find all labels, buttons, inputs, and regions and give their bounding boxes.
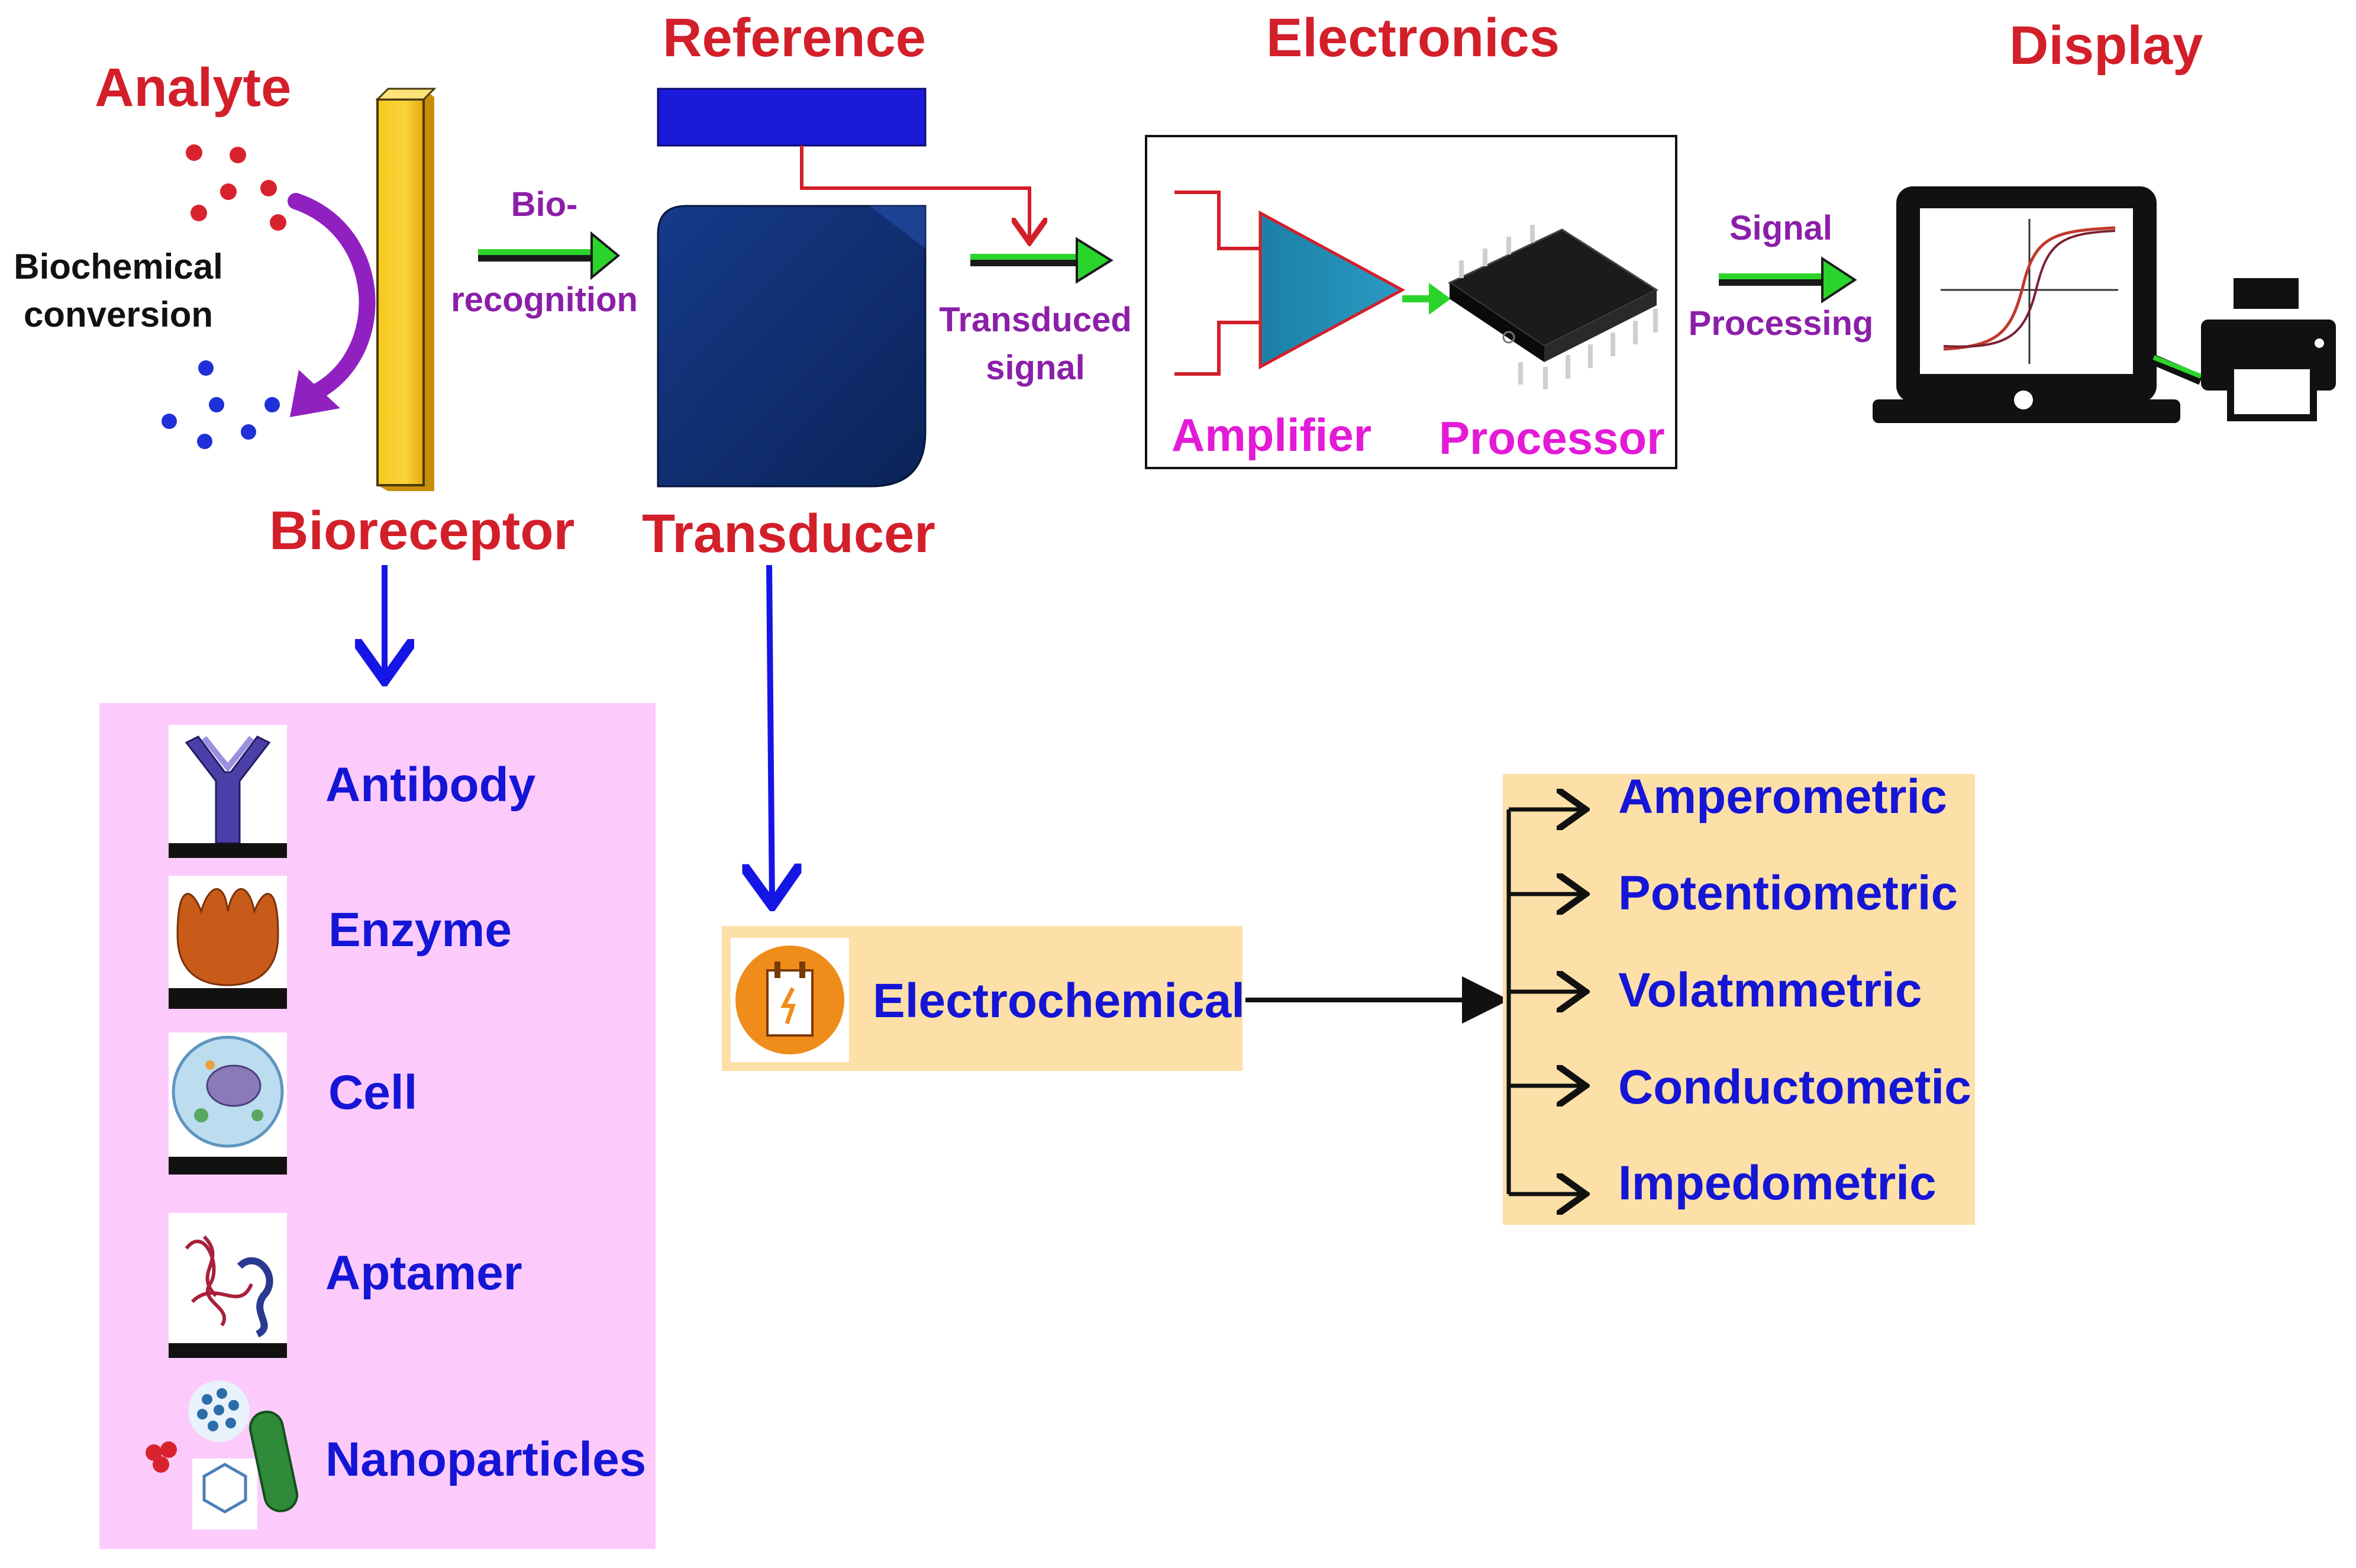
processor-chip-icon (1447, 225, 1659, 389)
amplifier-label: Amplifier (1171, 409, 1372, 461)
biorecognition-label: Bio- recognition (438, 180, 651, 324)
methods-bracket-arrows (1506, 774, 1680, 1225)
header-analyte: Analyte (95, 57, 292, 118)
header-bioreceptor: Bioreceptor (269, 501, 575, 561)
transduced-line2: signal (986, 349, 1085, 388)
bioreceptor-bar-icon (375, 88, 437, 491)
bioreceptor-item-nanoparticles: Nanoparticles (325, 1433, 647, 1486)
method-potentiometric: Potentiometric (1618, 866, 1958, 920)
processor-label: Processor (1439, 412, 1665, 464)
printer-icon (2201, 278, 2336, 421)
enzyme-icon (169, 876, 287, 1009)
antibody-icon (169, 725, 287, 858)
nanoparticles-icon (146, 1380, 299, 1530)
header-display: Display (2009, 15, 2203, 76)
method-amperometric: Amperometric (1618, 770, 1947, 824)
biochemical-label-line2: conversion (23, 295, 214, 334)
signal-line1: Signal (1729, 209, 1833, 247)
method-impedometric: Impedometric (1618, 1156, 1937, 1210)
method-conductometic: Conductometic (1618, 1060, 1971, 1114)
analyte-molecules-icon (186, 144, 286, 231)
aptamer-icon (169, 1213, 287, 1358)
biorecognition-line2: recognition (451, 280, 638, 320)
header-electronics: Electronics (1266, 8, 1560, 68)
electrochemical-cell-icon (731, 938, 849, 1062)
transducer-block-icon (657, 205, 927, 488)
header-reference: Reference (663, 8, 926, 68)
transducer-down-arrow (769, 564, 772, 905)
bioreceptor-item-cell: Cell (328, 1066, 418, 1119)
biorecognition-arrow-icon (478, 231, 621, 280)
converted-molecules-icon (162, 360, 280, 449)
biorecognition-line1: Bio- (511, 185, 578, 224)
reference-electrode-icon (657, 88, 1029, 243)
laptop-graph-icon (1873, 186, 2203, 423)
signal-processing-label: Signal Processing (1680, 204, 1881, 347)
cell-icon (169, 1033, 287, 1175)
transduced-arrow-icon (970, 237, 1114, 284)
biochemical-label-line1: Biochemical (14, 247, 223, 286)
method-volatmmetric: Volatmmetric (1618, 963, 1922, 1017)
signal-processing-arrow-icon (1719, 256, 1857, 304)
header-transducer: Transducer (642, 504, 935, 564)
electronics-box (1145, 135, 1677, 469)
transduced-line1: Transduced (939, 301, 1132, 339)
bioreceptor-item-antibody: Antibody (325, 758, 536, 812)
bioreceptor-item-enzyme: Enzyme (328, 903, 512, 957)
signal-line2: Processing (1688, 304, 1874, 343)
bioreceptor-item-aptamer: Aptamer (325, 1246, 522, 1300)
transducer-type-electrochemical: Electrochemical (873, 974, 1245, 1028)
amplifier-triangle-icon (1174, 191, 1451, 376)
transduced-signal-label: Transduced signal (929, 296, 1142, 392)
biochemical-conversion-label: Biochemical conversion (0, 243, 237, 338)
